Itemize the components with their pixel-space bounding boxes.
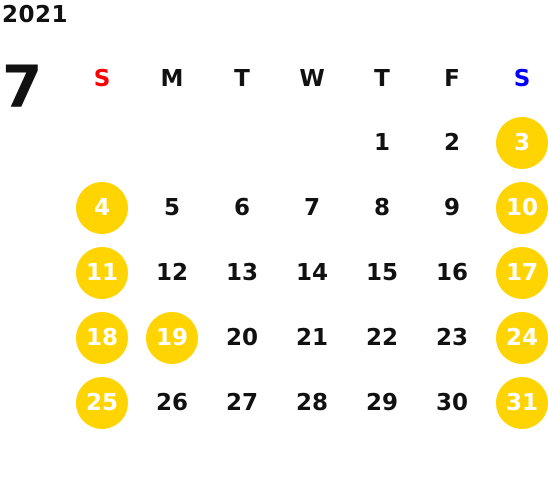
day-cell: 9 [417,175,487,240]
calendar-month: 7 [2,53,43,121]
day-number: 20 [225,324,258,351]
day-cell: 2 [417,110,487,175]
day-cell: 17 [487,240,548,305]
day-number: 10 [496,181,548,234]
day-number: 12 [155,259,188,286]
day-cell: 21 [277,305,347,370]
weekday-sunday: S [93,66,111,92]
day-number: 7 [303,194,320,221]
week-row: 4 5 6 7 8 9 10 [67,175,548,240]
day-number: 11 [76,246,128,299]
calendar-year: 2021 [2,2,69,28]
day-cell [67,110,137,175]
day-cell: 24 [487,305,548,370]
week-row: 18 19 20 21 22 23 24 [67,305,548,370]
weekday-wednesday: W [299,66,325,92]
day-number: 21 [295,324,328,351]
day-number: 1 [373,129,390,156]
day-cell [137,110,207,175]
day-cell: 20 [207,305,277,370]
day-number: 6 [233,194,250,221]
day-cell: 26 [137,370,207,435]
weekday-tuesday: T [234,66,250,92]
day-cell: 30 [417,370,487,435]
day-cell: 1 [347,110,417,175]
weekday-saturday: S [513,66,531,92]
day-number: 9 [443,194,460,221]
day-cell: 16 [417,240,487,305]
day-number: 2 [443,129,460,156]
day-cell: 15 [347,240,417,305]
day-cell: 22 [347,305,417,370]
day-number: 14 [295,259,328,286]
day-cell: 19 [137,305,207,370]
day-number: 19 [146,311,198,364]
day-cell [277,110,347,175]
day-cell: 23 [417,305,487,370]
day-number: 30 [435,389,468,416]
weekday-monday: M [160,66,184,92]
day-cell: 12 [137,240,207,305]
day-cell: 4 [67,175,137,240]
week-row: 1 2 3 [67,110,548,175]
day-number: 23 [435,324,468,351]
day-cell: 8 [347,175,417,240]
day-number: 27 [225,389,258,416]
calendar-grid: S M T W T F S 1 2 3 4 5 6 7 8 9 10 11 12… [67,48,548,435]
day-cell: 5 [137,175,207,240]
day-cell: 14 [277,240,347,305]
day-cell: 27 [207,370,277,435]
day-number: 16 [435,259,468,286]
day-number: 22 [365,324,398,351]
day-number: 31 [496,376,548,429]
day-number: 25 [76,376,128,429]
day-number: 3 [496,116,548,169]
day-number: 5 [163,194,180,221]
day-number: 18 [76,311,128,364]
day-cell [207,110,277,175]
day-number: 17 [496,246,548,299]
day-cell: 6 [207,175,277,240]
day-cell: 11 [67,240,137,305]
day-cell: 13 [207,240,277,305]
day-cell: 31 [487,370,548,435]
day-number: 8 [373,194,390,221]
day-number: 29 [365,389,398,416]
week-row: 25 26 27 28 29 30 31 [67,370,548,435]
day-number: 13 [225,259,258,286]
day-cell: 29 [347,370,417,435]
weekday-thursday: T [374,66,390,92]
day-cell: 18 [67,305,137,370]
week-row: 11 12 13 14 15 16 17 [67,240,548,305]
day-number: 15 [365,259,398,286]
day-number: 28 [295,389,328,416]
day-cell: 3 [487,110,548,175]
day-cell: 7 [277,175,347,240]
weekday-header-row: S M T W T F S [67,48,548,110]
day-number: 24 [496,311,548,364]
day-cell: 25 [67,370,137,435]
day-number: 26 [155,389,188,416]
day-number: 4 [76,181,128,234]
day-cell: 10 [487,175,548,240]
day-cell: 28 [277,370,347,435]
weekday-friday: F [444,66,460,92]
